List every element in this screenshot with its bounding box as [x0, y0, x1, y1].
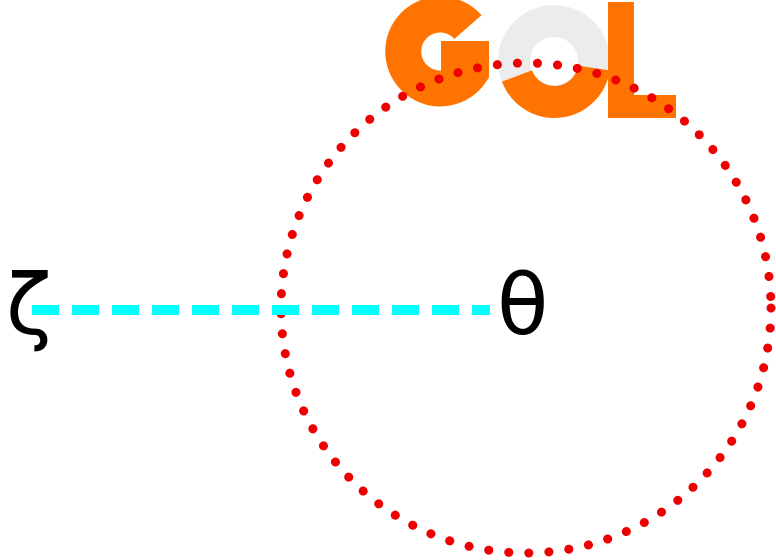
- dotted-circle: [276, 58, 776, 558]
- logo-letter-g: [385, 0, 489, 107]
- zeta-label: ζ: [6, 256, 52, 354]
- theta-label: θ: [497, 256, 548, 354]
- logo-letter-l: [608, 2, 676, 118]
- logo-letter-o-accent: [502, 64, 610, 118]
